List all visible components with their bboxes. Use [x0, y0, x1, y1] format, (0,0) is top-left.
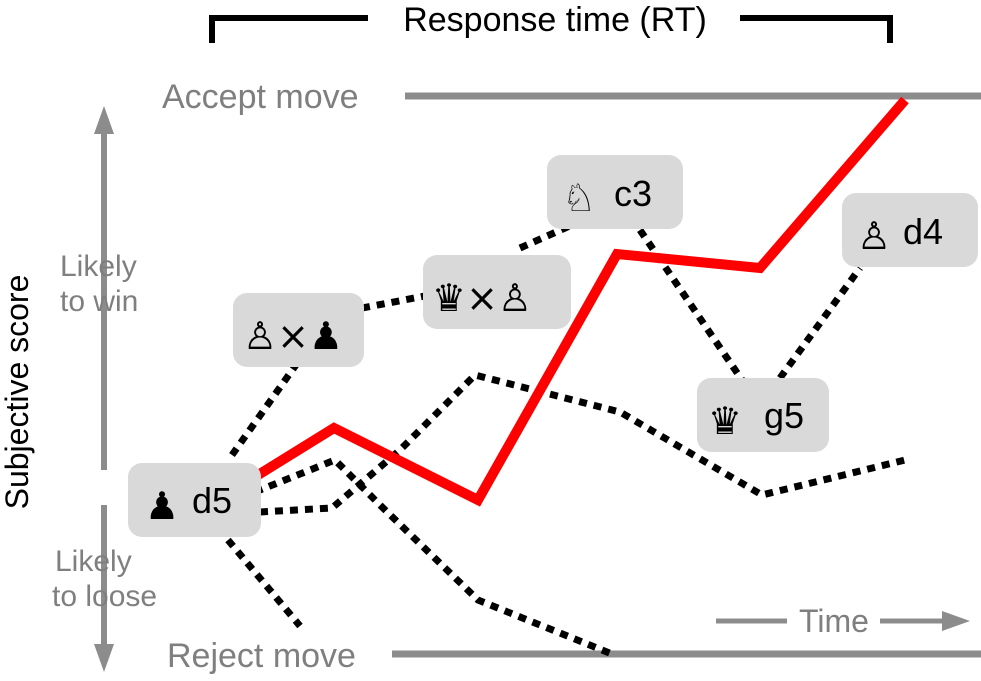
black-queen-icon: ♛ [708, 399, 742, 443]
reject-move-label: Reject move [167, 637, 356, 675]
likely-loose-line1: Likely [55, 545, 132, 578]
queen-capture-icon: ♛×♙ [432, 276, 532, 320]
alt-path-capture-to-queen [361, 292, 426, 312]
rt-bracket: Response time (RT) [209, 1, 893, 43]
black-pawn-icon: ♟ [145, 484, 179, 528]
move-box-g5: ♛ g5 [697, 378, 829, 452]
move-box-pawn-captures-pawn: ♙×♟ [233, 293, 364, 367]
time-arrow: Time [716, 603, 970, 639]
move-text: d5 [192, 480, 232, 521]
alt-path-g5-to-d4 [777, 265, 863, 381]
chosen-trajectory [247, 96, 909, 507]
move-text: g5 [764, 395, 804, 436]
move-box-d4: ♙ d4 [842, 193, 978, 267]
likely-loose-line2: to loose [52, 580, 157, 613]
alt-path-knight-to-queen-g5 [637, 228, 745, 382]
pawn-capture-icon: ♙×♟ [243, 314, 343, 358]
down-arrow-icon [94, 644, 114, 672]
right-arrow-icon [942, 611, 970, 631]
up-arrow-icon [94, 106, 114, 134]
move-box-queen-captures-pawn: ♛×♙ [423, 255, 571, 329]
white-knight-icon: ♘ [562, 176, 596, 220]
rt-label: Response time (RT) [403, 1, 707, 39]
alt-path-to-capture [229, 359, 301, 458]
likely-win-line1: Likely [60, 250, 137, 283]
accept-move-label: Accept move [162, 78, 359, 116]
time-label: Time [799, 603, 869, 639]
alt-path-rejected [225, 537, 303, 629]
white-pawn-icon: ♙ [857, 214, 891, 258]
move-box-c3: ♘ c3 [547, 155, 683, 229]
alt-path-falling [253, 455, 614, 658]
move-text: d4 [903, 211, 943, 252]
likely-win-line2: to win [60, 285, 138, 318]
move-box-d5: ♟ d5 [128, 463, 261, 537]
y-axis-label: Subjective score [0, 275, 35, 510]
score-axis-arrows [94, 106, 114, 672]
move-text: c3 [614, 173, 652, 214]
